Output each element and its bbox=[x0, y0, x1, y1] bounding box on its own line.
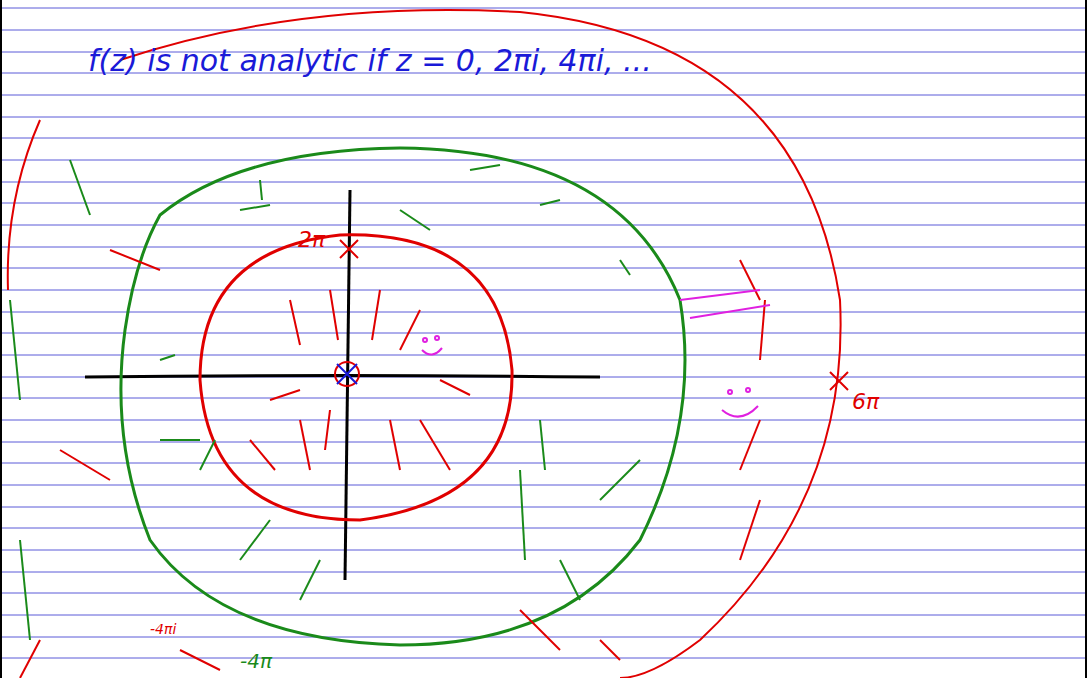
ruled-lines bbox=[0, 8, 1087, 658]
handwritten-note: f(z) is not analytic if z = 0, 2πi, 4πi,… bbox=[88, 44, 652, 77]
point-label: -4πi bbox=[150, 622, 176, 637]
point-label: 2π bbox=[298, 228, 325, 252]
point-label: 6π bbox=[852, 390, 879, 414]
point-label: -4π bbox=[240, 650, 272, 672]
